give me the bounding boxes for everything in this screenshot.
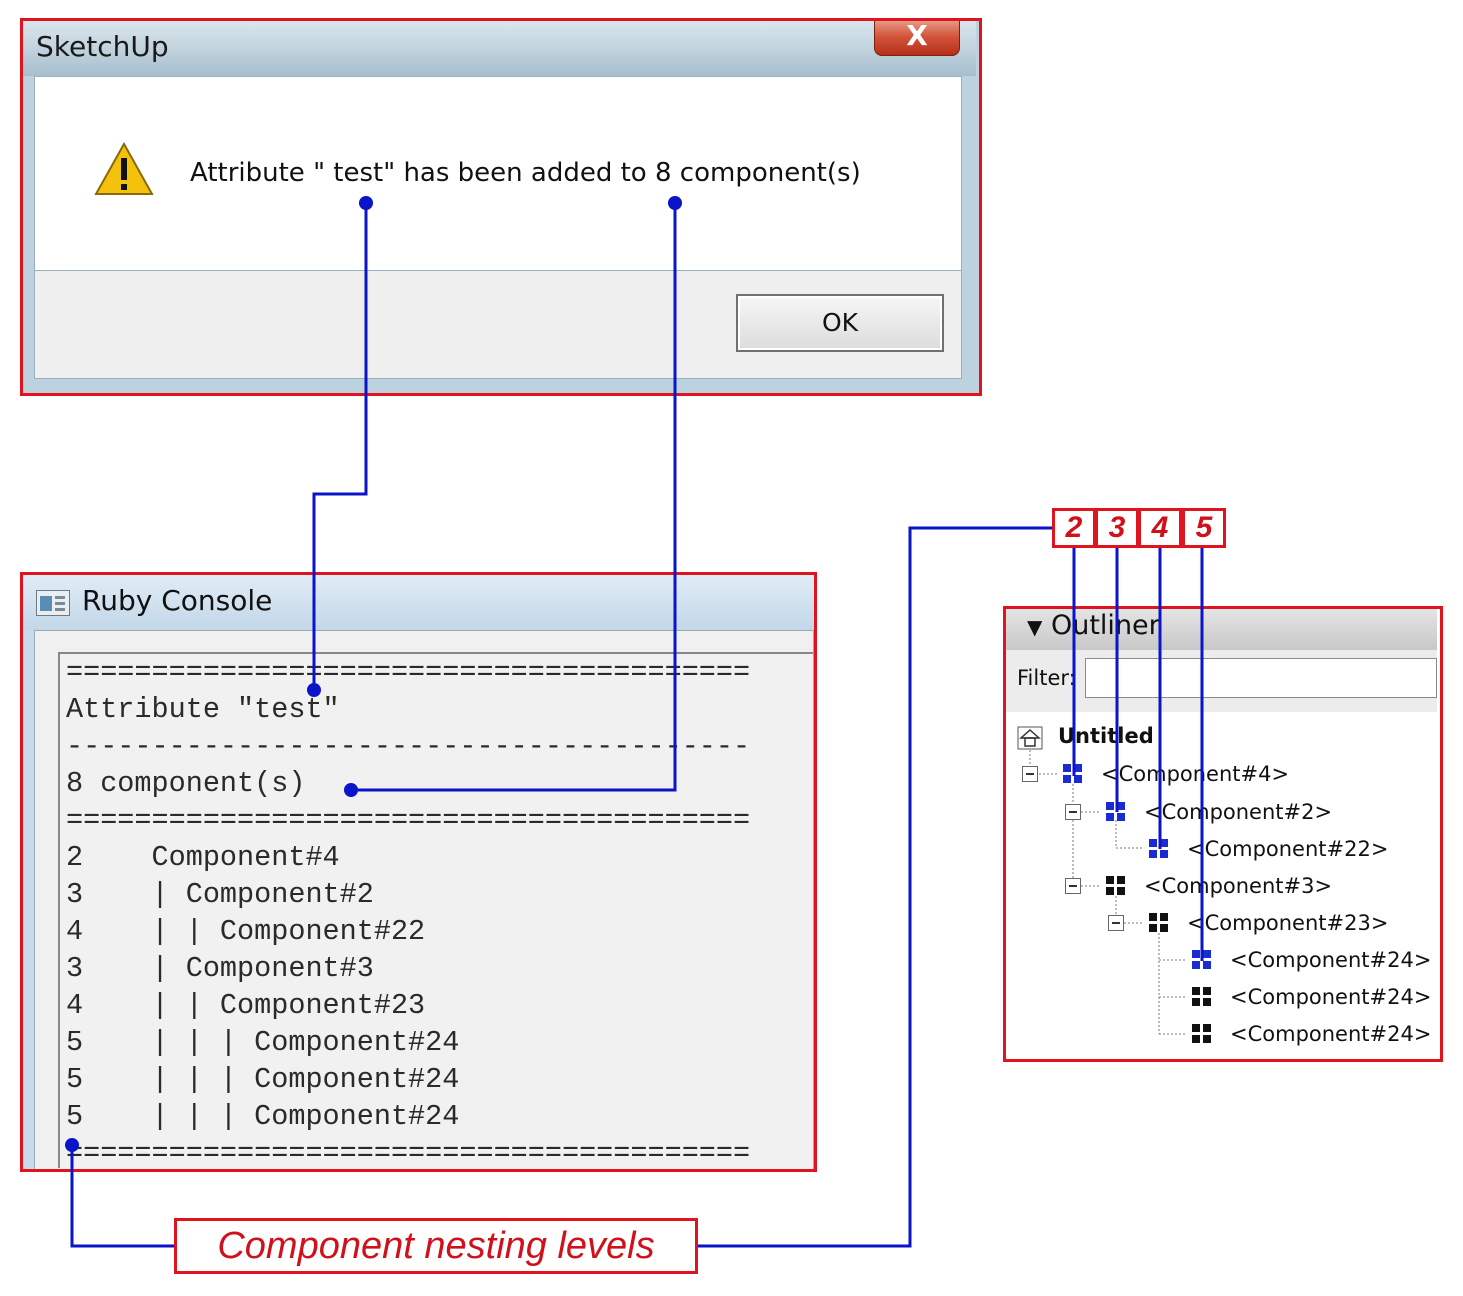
close-button[interactable]: X	[874, 18, 960, 56]
filter-label: Filter:	[1017, 666, 1076, 690]
nesting-level-label: 5	[1182, 508, 1226, 548]
tree-node[interactable]: <Component#4>	[1101, 762, 1290, 786]
tree-node[interactable]: <Component#23>	[1187, 911, 1389, 935]
ok-button[interactable]: OK	[736, 294, 944, 352]
nesting-level-label: 2	[1052, 508, 1096, 548]
console-line: 5 | | | Component#24	[66, 1063, 460, 1096]
dialog-title: SketchUp	[36, 30, 169, 63]
component-icon	[1192, 950, 1212, 970]
console-title: Ruby Console	[82, 584, 273, 617]
expand-toggle[interactable]	[1108, 915, 1124, 931]
component-icon	[1106, 876, 1126, 896]
ruby-console-window: Ruby Console ===========================…	[20, 572, 817, 1172]
tree-node[interactable]: <Component#2>	[1144, 800, 1333, 824]
console-line: 3 | Component#3	[66, 952, 374, 985]
outliner-title: Outliner	[1050, 610, 1160, 641]
tree-node[interactable]: <Component#24>	[1230, 1022, 1432, 1046]
console-line: 5 | | | Component#24	[66, 1026, 460, 1059]
component-icon	[1149, 839, 1169, 859]
warning-icon	[94, 142, 154, 195]
tree-node[interactable]: <Component#24>	[1230, 948, 1432, 972]
component-icon	[1063, 764, 1083, 784]
console-line: 5 | | | Component#24	[66, 1100, 460, 1133]
expand-toggle[interactable]	[1065, 804, 1081, 820]
expand-toggle[interactable]	[1065, 878, 1081, 894]
console-output[interactable]: ========================================…	[58, 652, 813, 1168]
tree-guides	[1029, 750, 1185, 1035]
console-line: 8 component(s)	[66, 767, 306, 800]
filter-input[interactable]	[1085, 658, 1437, 698]
component-icon	[1192, 1024, 1212, 1044]
sketchup-dialog: SketchUp X Attribute " test" has been ad…	[20, 18, 982, 396]
outliner-panel: ▼ Outliner Filter: Untitled <Component#4…	[1003, 606, 1443, 1062]
outliner-header-text: ▼ Outliner	[1027, 610, 1160, 641]
console-line: Attribute "test"	[66, 693, 340, 726]
dialog-body	[34, 76, 962, 271]
component-icon	[1149, 913, 1169, 933]
expand-toggle[interactable]	[1022, 766, 1038, 782]
dialog-message: Attribute " test" has been added to 8 co…	[190, 158, 861, 188]
outliner-highlight-frame	[1003, 606, 1443, 1062]
console-line: 3 | Component#2	[66, 878, 374, 911]
dialog-highlight-frame	[20, 18, 982, 396]
nesting-level-label: 4	[1138, 508, 1182, 548]
dialog-titlebar[interactable]	[20, 18, 976, 76]
tree-node[interactable]: <Component#24>	[1230, 985, 1432, 1009]
tree-node[interactable]: <Component#3>	[1144, 874, 1333, 898]
component-icon	[1192, 987, 1212, 1007]
console-line: 4 | | Component#23	[66, 989, 426, 1022]
console-line: 4 | | Component#22	[66, 915, 426, 948]
console-line: ========================================	[66, 656, 751, 689]
nesting-level-label: 3	[1095, 508, 1139, 548]
console-line: ========================================	[66, 804, 751, 837]
console-line: 2 Component#4	[66, 841, 340, 874]
console-line: ========================================	[66, 1137, 751, 1168]
tree-node[interactable]: <Component#22>	[1187, 837, 1389, 861]
model-home-icon	[1017, 726, 1043, 750]
console-titlebar[interactable]	[20, 572, 817, 630]
nesting-levels-caption: Component nesting levels	[174, 1218, 698, 1274]
component-icon	[1106, 802, 1126, 822]
console-highlight-frame	[20, 572, 817, 1172]
console-line: ----------------------------------------	[66, 730, 751, 763]
collapse-triangle-icon[interactable]: ▼	[1027, 615, 1043, 639]
console-window-icon	[36, 590, 70, 616]
